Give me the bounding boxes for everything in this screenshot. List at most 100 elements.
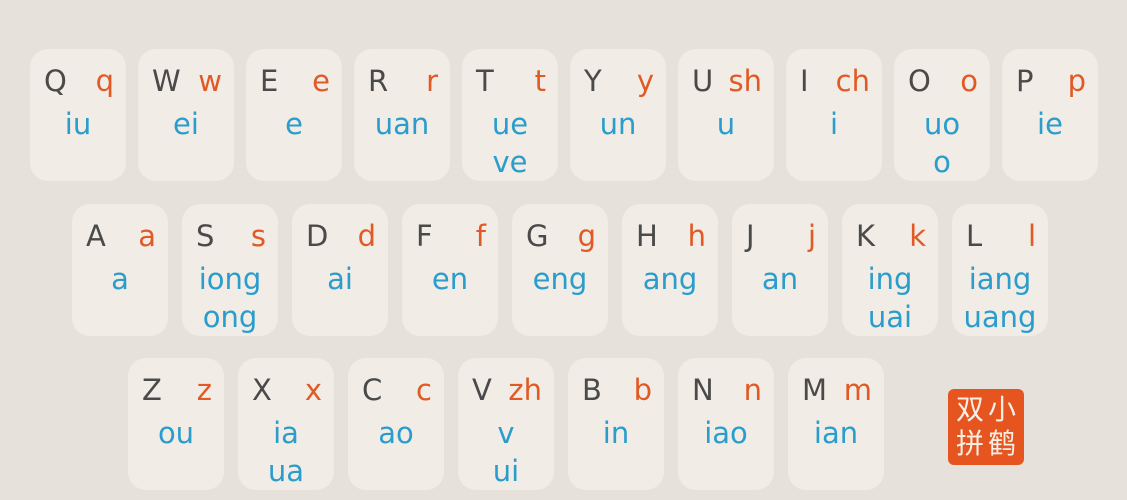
key-n[interactable]: N n iao [678, 358, 774, 490]
key-letter: U [692, 64, 714, 98]
key-b[interactable]: B b in [568, 358, 664, 490]
key-finals: uo o [894, 105, 990, 181]
key-finals: ang [622, 260, 718, 298]
key-finals: ian [788, 414, 884, 452]
key-initial: p [1067, 64, 1086, 98]
key-final: e [285, 107, 303, 141]
key-a[interactable]: A a a [72, 204, 168, 336]
key-finals: ie [1002, 105, 1098, 143]
key-e[interactable]: E e e [246, 49, 342, 181]
key-letter: Q [44, 64, 67, 98]
key-g[interactable]: G g eng [512, 204, 608, 336]
key-letter: W [152, 64, 181, 98]
key-p[interactable]: P p ie [1002, 49, 1098, 181]
key-s[interactable]: S s iong ong [182, 204, 278, 336]
key-d[interactable]: D d ai [292, 204, 388, 336]
key-final: ei [173, 107, 199, 141]
key-initial: j [807, 219, 816, 253]
key-w[interactable]: W w ei [138, 49, 234, 181]
key-letter: V [472, 373, 492, 407]
key-letter: Y [584, 64, 602, 98]
key-final: uan [374, 107, 430, 141]
key-initial: z [196, 373, 212, 407]
key-initial: zh [508, 373, 542, 407]
key-final: ao [378, 416, 414, 450]
key-finals: ue ve [462, 105, 558, 181]
key-final: u [716, 107, 736, 141]
key-h[interactable]: H h ang [622, 204, 718, 336]
key-finals: ou [128, 414, 224, 452]
key-final: a [111, 262, 129, 296]
key-letter: N [692, 373, 714, 407]
key-final: v [497, 416, 515, 450]
key-finals: an [732, 260, 828, 298]
key-v[interactable]: V zh v ui [458, 358, 554, 490]
key-final: eng [532, 262, 588, 296]
key-letter: F [416, 219, 433, 253]
key-final: in [602, 416, 630, 450]
key-u[interactable]: U sh u [678, 49, 774, 181]
key-finals: a [72, 260, 168, 298]
key-r[interactable]: R r uan [354, 49, 450, 181]
key-initial: sh [728, 64, 763, 98]
key-initial: n [743, 373, 762, 407]
key-letter: L [966, 219, 983, 253]
key-final: ua [267, 454, 305, 488]
key-finals: un [570, 105, 666, 143]
key-c[interactable]: C c ao [348, 358, 444, 490]
key-final: ie [1037, 107, 1063, 141]
key-letter: T [476, 64, 494, 98]
key-final: iu [64, 107, 92, 141]
key-letter: I [800, 64, 809, 98]
key-m[interactable]: M m ian [788, 358, 884, 490]
key-initial: x [304, 373, 322, 407]
key-letter: E [260, 64, 279, 98]
key-initial: s [250, 219, 266, 253]
key-f[interactable]: F f en [402, 204, 498, 336]
key-letter: B [582, 373, 602, 407]
key-initial: r [426, 64, 438, 98]
key-finals: iong ong [182, 260, 278, 336]
key-finals: ai [292, 260, 388, 298]
key-letter: C [362, 373, 383, 407]
key-t[interactable]: T t ue ve [462, 49, 558, 181]
logo-char: 双 [956, 393, 985, 426]
key-final: uo [923, 107, 961, 141]
key-initial: c [416, 373, 432, 407]
key-initial: f [475, 219, 486, 253]
key-final: ve [492, 145, 528, 179]
key-final: iang [968, 262, 1032, 296]
key-q[interactable]: Q q iu [30, 49, 126, 181]
key-initial: h [687, 219, 706, 253]
key-final: ing [867, 262, 913, 296]
key-y[interactable]: Y y un [570, 49, 666, 181]
key-letter: A [86, 219, 106, 253]
key-final: ui [492, 454, 520, 488]
key-o[interactable]: O o uo o [894, 49, 990, 181]
key-finals: uan [354, 105, 450, 143]
key-initial: d [357, 219, 376, 253]
key-finals: u [678, 105, 774, 143]
key-initial: q [95, 64, 114, 98]
key-finals: en [402, 260, 498, 298]
key-i[interactable]: I ch i [786, 49, 882, 181]
key-z[interactable]: Z z ou [128, 358, 224, 490]
key-initial: ch [835, 64, 870, 98]
key-j[interactable]: J j an [732, 204, 828, 336]
key-finals: e [246, 105, 342, 143]
key-final: ong [202, 300, 258, 334]
key-letter: O [908, 64, 931, 98]
logo-char: 小 [988, 393, 1017, 426]
key-final: ia [273, 416, 299, 450]
key-letter: K [856, 219, 876, 253]
key-letter: S [196, 219, 215, 253]
key-final: an [761, 262, 799, 296]
key-letter: D [306, 219, 329, 253]
key-final: o [933, 145, 951, 179]
key-k[interactable]: K k ing uai [842, 204, 938, 336]
key-final: iao [704, 416, 748, 450]
key-final: ian [813, 416, 859, 450]
key-x[interactable]: X x ia ua [238, 358, 334, 490]
key-l[interactable]: L l iang uang [952, 204, 1048, 336]
